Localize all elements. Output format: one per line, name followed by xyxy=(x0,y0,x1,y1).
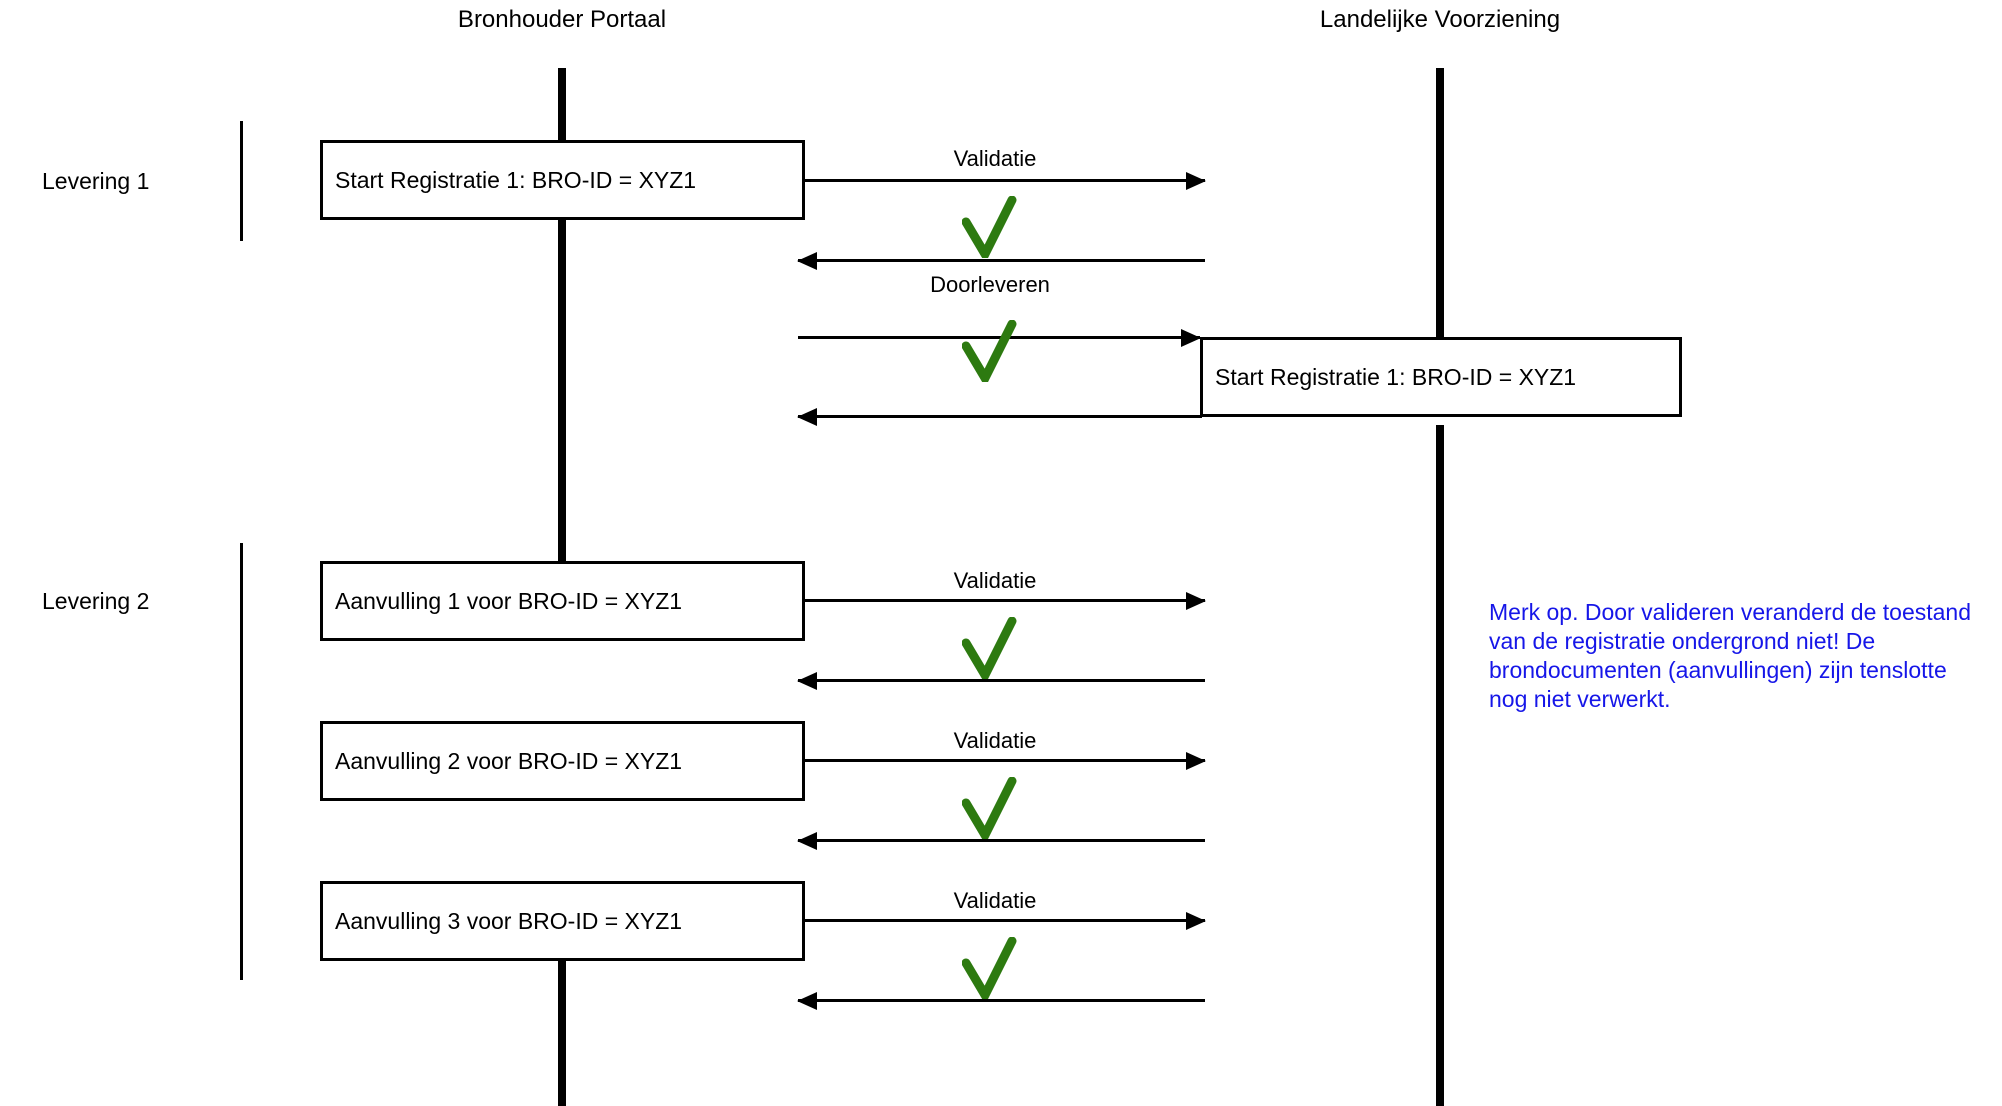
message-arrow-validatie-4[interactable] xyxy=(805,911,1206,930)
arrow-head-right-icon xyxy=(1186,591,1206,610)
message-box-label: Start Registratie 1: BRO-ID = XYZ1 xyxy=(1215,363,1577,390)
message-arrow-validatie-1[interactable] xyxy=(805,171,1206,190)
message-label-validatie-2: Validatie xyxy=(953,568,1037,593)
message-box-aanvulling-1[interactable]: Aanvulling 1 voor BRO-ID = XYZ1 xyxy=(320,561,805,641)
lifeline-bronhouder-portaal-segment-2 xyxy=(558,172,566,562)
message-label-validatie-1: Validatie xyxy=(953,146,1037,171)
lifeline-bronhouder-portaal-segment-1 xyxy=(558,68,566,144)
arrow-head-left-icon xyxy=(797,251,817,270)
phase-label-levering-1: Levering 1 xyxy=(42,168,150,194)
message-arrow-validatie-2[interactable] xyxy=(805,591,1206,610)
lifeline-landelijke-voorziening-segment-1 xyxy=(1436,68,1444,337)
arrow-head-left-icon xyxy=(797,671,817,690)
message-arrow-validatie-response-2[interactable] xyxy=(797,671,1205,690)
check-ok-4-icon xyxy=(962,777,1018,839)
arrow-head-right-icon xyxy=(1181,328,1201,347)
message-arrow-doorleveren[interactable] xyxy=(798,328,1201,347)
arrow-head-left-icon xyxy=(797,991,817,1010)
lifeline-landelijke-voorziening-segment-2 xyxy=(1436,425,1444,1106)
message-box-aanvulling-3[interactable]: Aanvulling 3 voor BRO-ID = XYZ1 xyxy=(320,881,805,961)
message-box-label: Aanvulling 1 voor BRO-ID = XYZ1 xyxy=(335,587,683,614)
message-arrow-doorleveren-response[interactable] xyxy=(797,407,1202,426)
message-arrow-validatie-response-4[interactable] xyxy=(797,991,1205,1010)
message-box-aanvulling-2[interactable]: Aanvulling 2 voor BRO-ID = XYZ1 xyxy=(320,721,805,801)
phase-label-levering-2: Levering 2 xyxy=(42,588,150,614)
arrow-head-left-icon xyxy=(797,831,817,850)
check-ok-1-icon xyxy=(962,196,1018,258)
message-arrow-validatie-response-3[interactable] xyxy=(797,831,1205,850)
participant-title-landelijke-voorziening: Landelijke Voorziening xyxy=(1319,6,1561,33)
check-ok-2-icon xyxy=(962,320,1018,382)
message-box-label: Start Registratie 1: BRO-ID = XYZ1 xyxy=(335,166,697,193)
message-label-doorleveren: Doorleveren xyxy=(930,272,1050,297)
check-ok-3-icon xyxy=(962,617,1018,679)
lifeline-bronhouder-portaal-segment-3 xyxy=(558,905,566,1106)
message-arrow-validatie-response-1[interactable] xyxy=(797,251,1205,270)
phase-bracket-levering-1 xyxy=(240,121,243,241)
message-box-label: Aanvulling 2 voor BRO-ID = XYZ1 xyxy=(335,747,683,774)
message-box-label: Aanvulling 3 voor BRO-ID = XYZ1 xyxy=(335,907,683,934)
participant-title-bronhouder-portaal: Bronhouder Portaal xyxy=(457,6,667,33)
message-box-start-registratie-1-portaal[interactable]: Start Registratie 1: BRO-ID = XYZ1 xyxy=(320,140,805,220)
arrow-head-left-icon xyxy=(797,407,817,426)
arrow-head-right-icon xyxy=(1186,911,1206,930)
phase-bracket-levering-2 xyxy=(240,543,243,980)
message-arrow-validatie-3[interactable] xyxy=(805,751,1206,770)
message-label-validatie-3: Validatie xyxy=(953,728,1037,753)
annotation-note-validatie: Merk op. Door valideren veranderd de toe… xyxy=(1489,599,1972,712)
arrow-head-right-icon xyxy=(1186,171,1206,190)
message-box-start-registratie-1-lv[interactable]: Start Registratie 1: BRO-ID = XYZ1 xyxy=(1200,337,1682,417)
check-ok-5-icon xyxy=(962,937,1018,999)
arrow-head-right-icon xyxy=(1186,751,1206,770)
message-label-validatie-4: Validatie xyxy=(953,888,1037,913)
